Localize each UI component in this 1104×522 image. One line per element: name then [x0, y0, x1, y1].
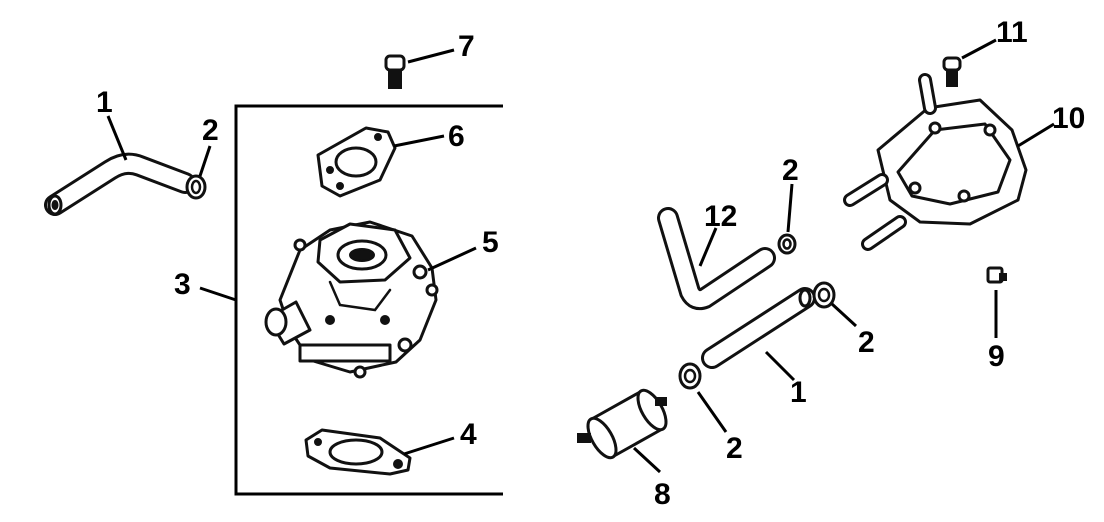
- bent-fuel-hose: [657, 207, 776, 311]
- hose-clamp-upper-middle: [777, 233, 797, 255]
- leader-5: [427, 246, 477, 272]
- callout-2-lower-clamp: 2: [726, 432, 743, 465]
- leader-2a: [198, 145, 212, 177]
- hose-clamp-right: [812, 281, 836, 309]
- fuel-pump: [843, 73, 1028, 251]
- leader-3: [199, 286, 237, 302]
- leader-4: [403, 436, 455, 456]
- leader-6: [393, 134, 445, 148]
- callout-3-carburetor-assembly: 3: [174, 268, 191, 301]
- callout-2-right-clamp: 2: [858, 326, 875, 359]
- carburetor: [264, 220, 439, 379]
- fuel-hose-straight: [701, 287, 816, 369]
- small-fitting: [986, 266, 1007, 284]
- leader-1a: [106, 115, 128, 161]
- leader-11: [961, 38, 997, 60]
- callout-9-fitting: 9: [988, 340, 1005, 373]
- callout-7-screw: 7: [458, 30, 475, 63]
- gasket-upper: [316, 126, 397, 198]
- leader-8: [632, 446, 662, 474]
- leader-10: [1017, 122, 1055, 148]
- callout-5-carburetor: 5: [482, 226, 499, 259]
- callout-12-bent-hose: 12: [704, 200, 737, 233]
- fuel-hose-left: [44, 152, 196, 216]
- gasket-lower: [304, 428, 412, 476]
- hose-clamp-lower: [678, 362, 702, 390]
- callout-6-upper-gasket: 6: [448, 120, 465, 153]
- callout-2-upper-clamp: 2: [782, 154, 799, 187]
- leader-12: [698, 227, 718, 267]
- leader-2b: [786, 183, 794, 233]
- callout-4-lower-gasket: 4: [460, 418, 477, 451]
- leader-2d: [696, 391, 728, 433]
- hose-clamp-left: [185, 174, 207, 200]
- callout-1-straight-hose: 1: [790, 376, 807, 409]
- callout-1-left-hose: 1: [96, 86, 113, 119]
- callout-8-fuel-filter: 8: [654, 478, 671, 511]
- screw-fuel-pump: [942, 56, 962, 87]
- callout-2-left-clamp: 2: [202, 114, 219, 147]
- fuel-filter: [577, 388, 668, 460]
- screw-top: [384, 54, 406, 89]
- leader-1b: [764, 350, 796, 382]
- leader-7: [407, 48, 455, 64]
- callout-10-fuel-pump: 10: [1052, 102, 1085, 135]
- callout-11-pump-screw: 11: [996, 16, 1028, 49]
- leader-2c: [830, 302, 858, 328]
